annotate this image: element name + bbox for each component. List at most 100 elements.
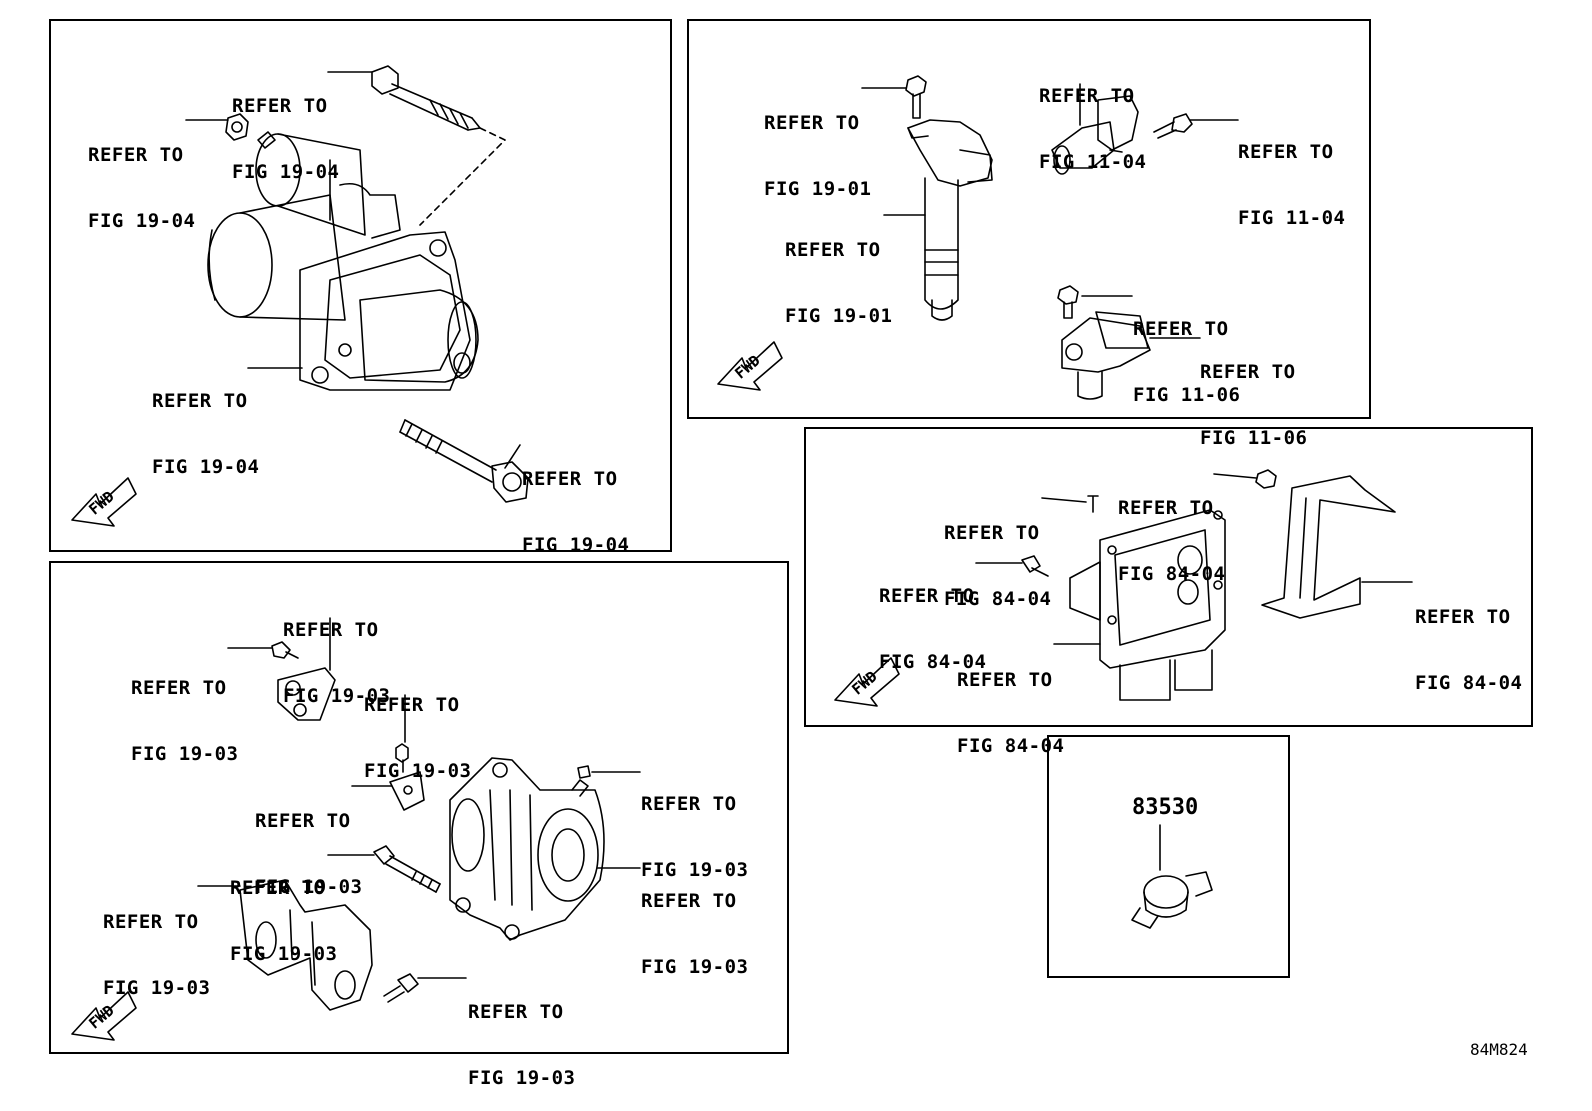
callout-fig-ref: FIG 19-03 [230, 943, 338, 965]
callout-fig-ref: FIG 19-03 [641, 859, 749, 881]
callout-fig-ref: FIG 19-03 [103, 977, 211, 999]
fwd-arrow-icon [72, 992, 136, 1040]
callout-line: REFER TO [232, 95, 328, 117]
ecu-panel [804, 427, 1533, 727]
callout-line: REFER TO [131, 677, 227, 699]
callout-alt-mount-bolt[interactable]: REFER TO FIG 19-03 [468, 957, 575, 1111]
callout-ecu-screw[interactable]: REFER TO FIG 84-04 [944, 478, 1051, 632]
alternator-drawing [450, 758, 604, 940]
callout-line: REFER TO [1238, 141, 1334, 163]
starter-panel [49, 19, 672, 552]
callout-line: REFER TO [641, 793, 737, 815]
callout-line: REFER TO [944, 522, 1040, 544]
alternator-mount-bracket-drawing [240, 880, 372, 1010]
callout-line: REFER TO [785, 239, 881, 261]
callout-fig-ref: FIG 19-03 [131, 743, 239, 765]
callout-crank-sensor[interactable]: REFER TO FIG 11-04 [1039, 41, 1146, 195]
callout-line: REFER TO [255, 810, 351, 832]
ecu-bolt-drawing [1022, 556, 1048, 576]
callout-ignition-coil[interactable]: REFER TO FIG 19-01 [785, 195, 892, 349]
alternator-bracket-small-drawing [278, 668, 335, 720]
callout-alternator[interactable]: REFER TO FIG 19-03 [641, 846, 748, 1000]
callout-fig-ref: FIG 19-04 [88, 210, 196, 232]
callout-fig-ref: FIG 19-01 [785, 305, 893, 327]
callout-ecu-module[interactable]: REFER TO FIG 84-04 [957, 625, 1064, 779]
callout-fig-ref: FIG 84-04 [957, 735, 1065, 757]
callout-crank-sensor-bolt[interactable]: REFER TO FIG 11-04 [1238, 97, 1345, 251]
callout-alt-long-bolt[interactable]: REFER TO FIG 19-03 [230, 833, 337, 987]
callout-ecu-nut[interactable]: REFER TO FIG 84-04 [1118, 453, 1225, 607]
starter-nut-drawing [226, 114, 248, 140]
part-number-oil-pressure-switch[interactable]: 83530 [1132, 795, 1199, 820]
callout-fig-ref: FIG 11-06 [1200, 427, 1308, 449]
cam-sensor-bolt-drawing [1058, 286, 1078, 318]
callout-fig-ref: FIG 19-03 [364, 760, 472, 782]
alternator-long-bolt-drawing [374, 846, 440, 892]
callout-ecu-bolt[interactable]: REFER TO FIG 84-04 [879, 541, 986, 695]
callout-line: REFER TO [468, 1001, 564, 1023]
callout-fig-ref: FIG 11-04 [1238, 207, 1346, 229]
callout-ecu-bracket[interactable]: REFER TO FIG 84-04 [1415, 562, 1522, 716]
starter-lower-bolt-drawing [400, 420, 528, 502]
callout-fig-ref: FIG 84-04 [1118, 563, 1226, 585]
callout-fig-ref: FIG 19-04 [522, 534, 630, 556]
callout-line: REFER TO [364, 694, 460, 716]
callout-starter-motor[interactable]: REFER TO FIG 19-04 [152, 346, 259, 500]
ecu-small-screw-drawing [1088, 496, 1098, 512]
callout-cam-sensor-bolt[interactable]: REFER TO FIG 11-06 [1133, 274, 1240, 428]
alternator-adjust-plate-drawing [390, 744, 424, 810]
callout-fig-ref: FIG 19-01 [764, 178, 872, 200]
callout-line: REFER TO [1415, 606, 1511, 628]
fwd-arrow-icon [718, 342, 782, 390]
alternator-mount-bolt-drawing [384, 974, 418, 1002]
callout-fig-ref: FIG 84-04 [1415, 672, 1523, 694]
fwd-arrow-icon [835, 658, 899, 706]
callout-alt-adjust-bolt[interactable]: REFER TO FIG 19-03 [364, 650, 471, 804]
alternator-panel [49, 561, 789, 1054]
ignition-sensor-panel [687, 19, 1371, 419]
callout-alt-mount-bracket[interactable]: REFER TO FIG 19-03 [103, 867, 210, 1021]
ignition-bolt-drawing [906, 76, 926, 118]
callout-line: REFER TO [1200, 361, 1296, 383]
cam-sensor-drawing [1062, 312, 1150, 399]
callout-starter-lower-bolt[interactable]: REFER TO FIG 19-04 [522, 424, 629, 578]
callout-line: REFER TO [1118, 497, 1214, 519]
callout-line: REFER TO [1039, 85, 1135, 107]
callout-fig-ref: FIG 19-03 [468, 1067, 576, 1089]
starter-upper-bolt-drawing [372, 66, 505, 225]
ignition-coil-drawing [908, 120, 992, 320]
callout-line: REFER TO [764, 112, 860, 134]
callout-fig-ref: FIG 19-03 [641, 956, 749, 978]
ecu-leader-2 [1042, 498, 1086, 502]
callout-line: REFER TO [88, 144, 184, 166]
callout-line: REFER TO [283, 619, 379, 641]
oil-pressure-switch-panel [1047, 735, 1290, 978]
callout-fig-ref: FIG 11-06 [1133, 384, 1241, 406]
ecu-bracket-drawing [1262, 476, 1395, 618]
callout-starter-nut[interactable]: REFER TO FIG 19-04 [88, 100, 195, 254]
callout-line: REFER TO [957, 669, 1053, 691]
callout-alt-bracket-small[interactable]: REFER TO FIG 19-03 [283, 575, 390, 729]
ecu-module-drawing [1070, 510, 1225, 700]
fwd-arrow-icon [72, 478, 136, 526]
callout-alt-adjust-plate[interactable]: REFER TO FIG 19-03 [255, 766, 362, 920]
callout-fig-ref: FIG 19-03 [255, 876, 363, 898]
callout-line: REFER TO [879, 585, 975, 607]
callout-line: REFER TO [522, 468, 618, 490]
callout-line: REFER TO [152, 390, 248, 412]
callout-ignition-bolt[interactable]: REFER TO FIG 19-01 [764, 68, 871, 222]
alternator-terminal-nut-drawing [578, 766, 590, 778]
callout-line: REFER TO [103, 911, 199, 933]
callout-alt-terminal-nut[interactable]: REFER TO FIG 19-03 [641, 749, 748, 903]
crank-sensor-bolt-drawing [1154, 114, 1192, 138]
callout-starter-upper-bolt[interactable]: REFER TO FIG 19-04 [232, 51, 339, 205]
callout-line: REFER TO [230, 877, 326, 899]
callout-alt-bracket-bolt[interactable]: REFER TO FIG 19-03 [131, 633, 238, 787]
callout-fig-ref: FIG 11-04 [1039, 151, 1147, 173]
callout-fig-ref: FIG 19-04 [232, 161, 340, 183]
ecu-nut-drawing [1256, 470, 1276, 488]
starter-leader-4 [505, 445, 520, 468]
callout-fig-ref: FIG 84-04 [879, 651, 987, 673]
callout-cam-sensor[interactable]: REFER TO FIG 11-06 [1200, 317, 1307, 471]
